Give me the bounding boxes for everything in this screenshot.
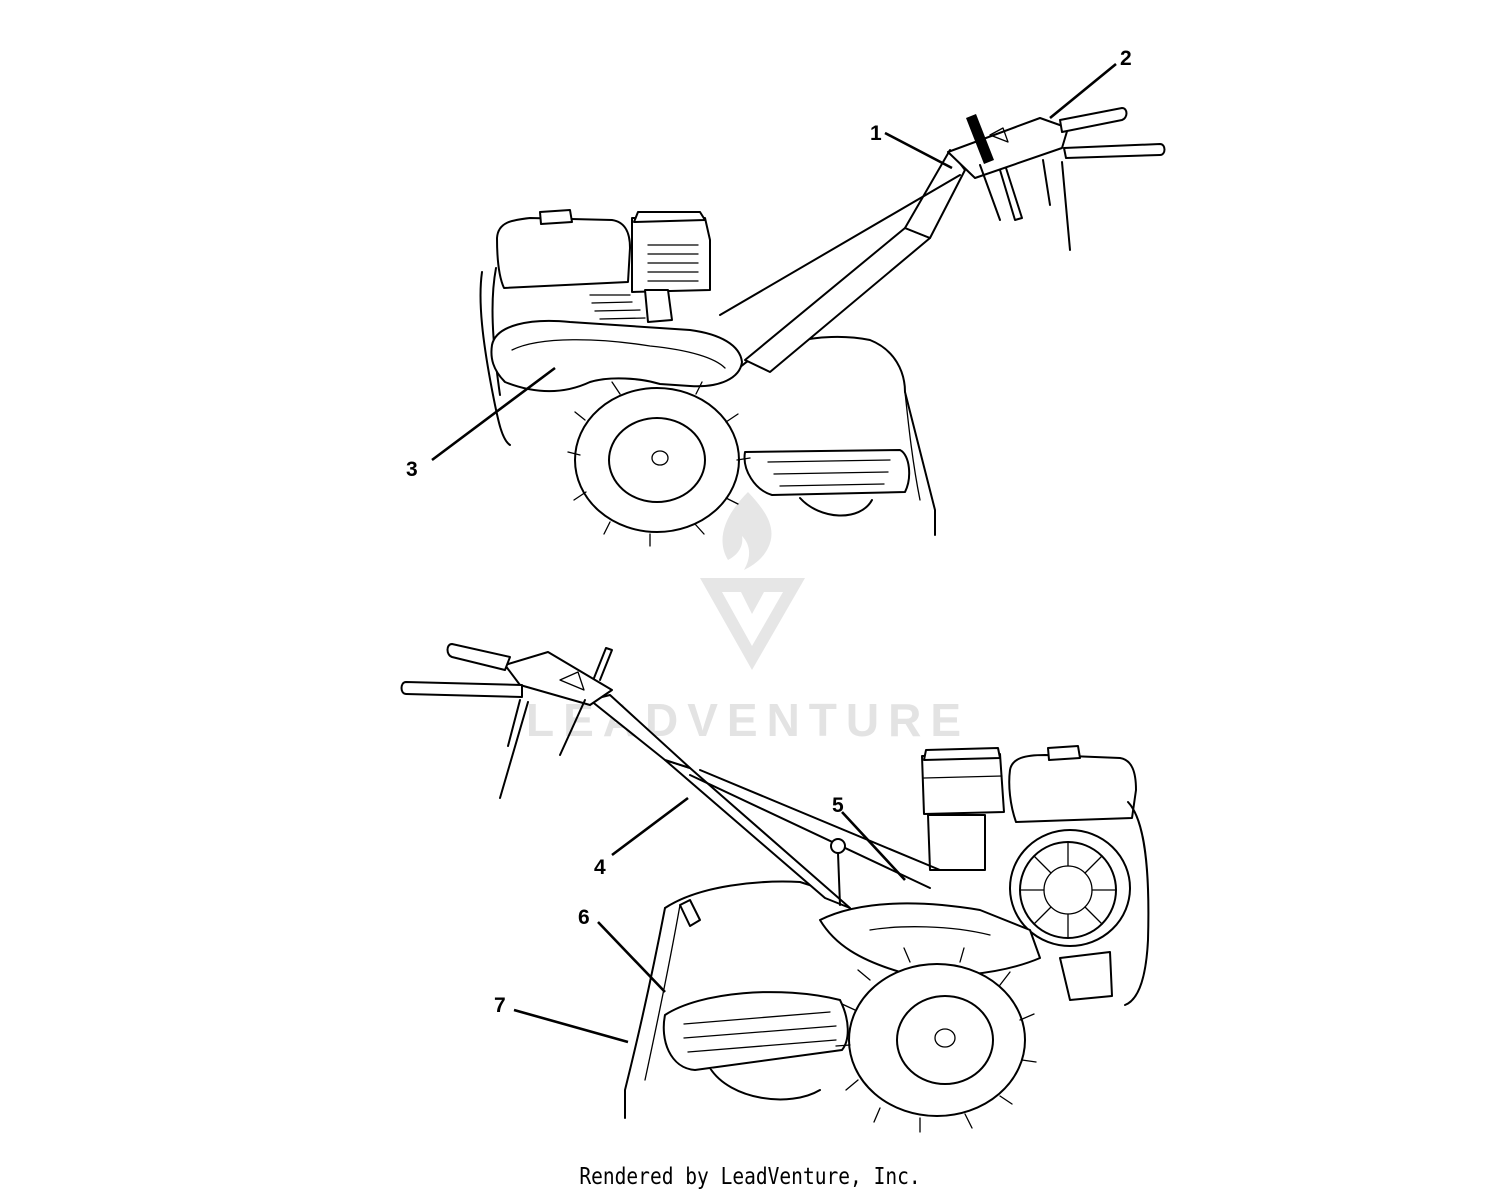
footer-credit: Rendered by LeadVenture, Inc. xyxy=(579,1164,921,1190)
callout-1: 1 xyxy=(870,122,882,145)
callout-labels: 1 2 3 4 5 6 7 xyxy=(406,47,1132,1017)
leader-2 xyxy=(1049,62,1117,120)
leadventure-logo-icon xyxy=(700,492,805,670)
leader-6 xyxy=(597,921,666,993)
watermark: LEADVENTURE xyxy=(526,492,961,746)
wheel-top xyxy=(567,381,751,547)
leader-7 xyxy=(513,1008,629,1044)
tiller-bottom-view xyxy=(400,643,1150,1133)
callout-leaders xyxy=(431,62,1117,1044)
callout-5: 5 xyxy=(832,794,844,817)
leader-1 xyxy=(884,131,953,170)
tiller-top-view xyxy=(479,107,1166,547)
callout-2: 2 xyxy=(1120,47,1132,70)
wheel-bottom xyxy=(835,947,1037,1133)
leader-5 xyxy=(841,811,906,881)
callout-6: 6 xyxy=(578,906,590,929)
leader-4 xyxy=(611,796,689,857)
callout-7: 7 xyxy=(494,994,506,1017)
recoil-starter-icon xyxy=(1009,829,1131,947)
callout-3: 3 xyxy=(406,458,418,481)
leader-3 xyxy=(431,366,556,462)
callout-4: 4 xyxy=(594,856,606,879)
